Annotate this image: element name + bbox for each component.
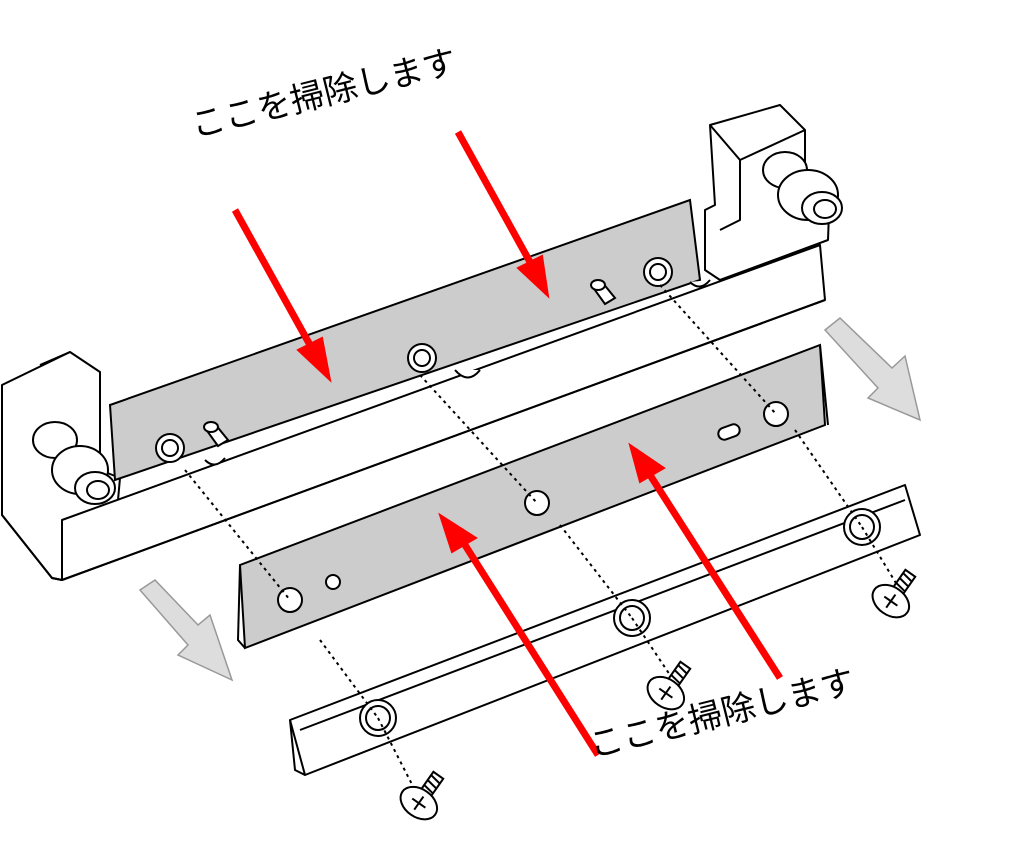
middle-cleaning-plate — [236, 343, 829, 650]
upper-plate-holes — [155, 257, 711, 466]
alignment-guides — [184, 284, 906, 801]
left-roller-icon — [32, 421, 116, 505]
housing-body — [1, 104, 831, 581]
phillips-screw-icon — [399, 568, 917, 821]
right-roller-icon — [762, 151, 843, 225]
upper-cleaning-surface — [108, 198, 702, 482]
red-pointer-arrow-icon — [231, 130, 783, 757]
direction-arrow-icon — [138, 317, 922, 682]
retainer-bar — [289, 484, 921, 776]
